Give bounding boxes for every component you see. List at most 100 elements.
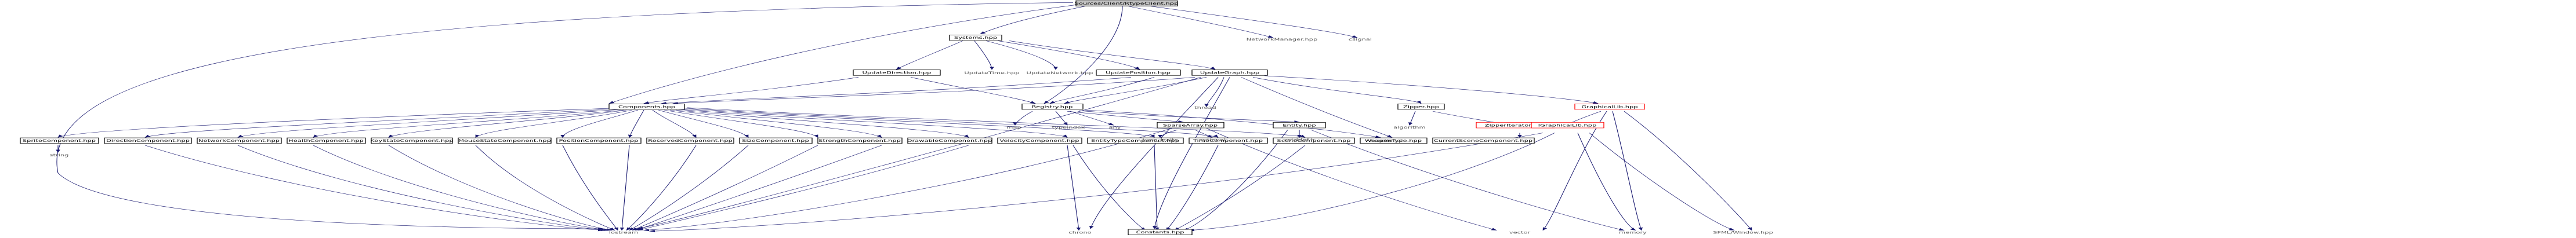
node-entitytype-component[interactable] xyxy=(1087,137,1184,144)
edge-updatedirection-registry xyxy=(910,77,1036,104)
node-zipper[interactable] xyxy=(1397,103,1445,110)
edge-sparse-vector xyxy=(1206,128,1497,230)
edge-updateposition-components xyxy=(661,77,1132,105)
edge-systems-updatenetwork xyxy=(986,41,1058,70)
node-health-component[interactable] xyxy=(287,137,366,144)
node-mousestate-component[interactable] xyxy=(458,137,552,144)
node-strength-component[interactable] xyxy=(817,137,903,144)
node-cstddef[interactable]: cstddef.h xyxy=(1284,138,1315,142)
edge-velocity-iostream xyxy=(635,145,882,230)
node-weapon-type-label: WeaponType.hpp xyxy=(1365,139,1422,143)
edge-igraphicallib-constants xyxy=(1189,133,1555,232)
node-size-component[interactable] xyxy=(739,137,813,144)
node-update-position[interactable] xyxy=(1096,69,1181,76)
node-string[interactable]: string xyxy=(50,153,69,158)
node-update-time[interactable]: UpdateTime.hpp xyxy=(964,71,1019,75)
edge-graphicallib-vector xyxy=(1542,111,1607,231)
node-mousestate-component-label: MouseStateComponent.hpp xyxy=(458,139,551,143)
node-map[interactable]: map xyxy=(1006,126,1021,130)
edge-direction-iostream xyxy=(144,145,604,232)
edge-updategraph-constants xyxy=(1152,77,1230,229)
edge-comp-currentscene xyxy=(687,107,1306,138)
edge-systems-updateposition xyxy=(997,41,1140,70)
node-network-component-label: NetworkComponent.hpp xyxy=(198,139,280,143)
node-sparse-array[interactable] xyxy=(1157,122,1224,129)
edge-graphicallib-memory xyxy=(1612,111,1643,231)
node-keystate-component[interactable] xyxy=(371,137,453,144)
edge-systems-updatedirection xyxy=(896,41,963,70)
node-weapon-type[interactable] xyxy=(1360,137,1428,144)
node-algorithm[interactable]: algorithm xyxy=(1393,126,1425,130)
node-graphical-lib[interactable] xyxy=(1574,103,1645,110)
edge-network-iostream xyxy=(237,145,607,231)
edge-sparse-typetraits xyxy=(1158,129,1178,138)
node-sparse-array-label: SparseArray.hpp xyxy=(1163,123,1218,127)
edge-registry-typeindex xyxy=(1055,111,1068,126)
node-reserved-component[interactable] xyxy=(646,137,734,144)
node-drawable-component[interactable] xyxy=(907,137,992,144)
edge-systems-updategraph xyxy=(1009,41,1216,70)
node-components[interactable] xyxy=(608,103,685,110)
edge-igraphicallib-iostream xyxy=(649,133,1544,233)
edge-updategraph-functional xyxy=(1241,77,1393,138)
node-update-graph[interactable] xyxy=(1191,69,1268,76)
node-systems-label: Systems.hpp xyxy=(954,36,997,40)
edge-comp-sprite xyxy=(57,108,615,138)
node-direction-component[interactable] xyxy=(104,137,192,144)
edge-registry-entity xyxy=(1078,110,1300,123)
node-type-traits[interactable]: type_traits xyxy=(1142,138,1178,142)
node-zipper-label: Zipper.hpp xyxy=(1403,105,1439,109)
edge-time-constants xyxy=(1073,145,1146,231)
edge-root-components xyxy=(608,3,1085,104)
node-sfml-window[interactable]: SFML/Window.hpp xyxy=(1713,230,1773,235)
edges xyxy=(56,2,1752,233)
node-sprite-component[interactable] xyxy=(20,137,99,144)
edge-entity-memory xyxy=(1310,129,1625,230)
node-iostream[interactable]: iostream xyxy=(609,230,638,235)
node-functional[interactable]: functional xyxy=(1369,139,1403,143)
node-network-component[interactable] xyxy=(197,137,282,144)
node-entity[interactable] xyxy=(1273,122,1326,129)
node-memory[interactable]: memory xyxy=(1619,230,1647,235)
node-time-component-label: TimeComponent.hpp xyxy=(1193,139,1263,143)
node-strength-component-label: StrengthComponent.hpp xyxy=(818,139,901,143)
edge-sparse-iostream xyxy=(643,128,1172,232)
edge-updatedirection-components xyxy=(643,77,859,104)
edge-root-registry xyxy=(1044,6,1123,104)
node-time-component[interactable] xyxy=(1189,137,1268,144)
node-velocity-component[interactable] xyxy=(997,137,1082,144)
edge-registry-sparsearray xyxy=(1067,111,1184,123)
node-network-manager[interactable]: NetworkManager.hpp xyxy=(1247,38,1318,42)
edge-updategraph-zipper xyxy=(1252,77,1422,104)
node-csignal[interactable]: csignal xyxy=(1349,38,1372,42)
node-update-network[interactable]: UpdateNetwork.hpp xyxy=(1026,71,1093,75)
edge-updategraph-graphicallib xyxy=(1264,75,1599,104)
edge-comp-drawable xyxy=(664,109,818,138)
edge-drawable-iostream xyxy=(632,145,818,230)
node-optional[interactable]: optional xyxy=(1199,138,1226,142)
node-vector[interactable]: vector xyxy=(1509,230,1531,235)
node-registry[interactable] xyxy=(1021,103,1084,110)
node-zipper-iterator-label: ZipperIterator.hpp xyxy=(1485,123,1546,127)
node-chrono[interactable]: chrono xyxy=(1068,230,1092,235)
node-scene-component[interactable] xyxy=(1273,137,1355,144)
edge-comp-keystate xyxy=(388,109,627,138)
node-currentscene-component-label: CurrentSceneComponent.hpp xyxy=(1434,139,1532,143)
edge-comp-velocity xyxy=(669,109,882,138)
edge-comp-entitytype xyxy=(675,109,969,138)
edge-comp-reserved xyxy=(628,109,644,138)
edge-comp-direction xyxy=(144,108,618,138)
node-igraphical-lib[interactable] xyxy=(1531,122,1604,129)
node-systems[interactable] xyxy=(949,34,1002,41)
node-thread[interactable]: thread xyxy=(1194,106,1216,110)
node-update-direction[interactable] xyxy=(853,69,941,76)
node-position-component[interactable] xyxy=(556,137,642,144)
node-reserved-component-label: ReservedComponent.hpp xyxy=(648,139,733,143)
edge-updategraph-iostream xyxy=(637,77,1201,229)
node-root[interactable] xyxy=(1075,0,1178,7)
node-typeindex[interactable]: typeindex xyxy=(1052,126,1085,130)
node-constants[interactable] xyxy=(1128,229,1193,236)
node-currentscene-component[interactable] xyxy=(1432,137,1535,144)
node-any[interactable]: any xyxy=(1108,126,1121,130)
edge-weapon-constants xyxy=(1165,145,1219,231)
